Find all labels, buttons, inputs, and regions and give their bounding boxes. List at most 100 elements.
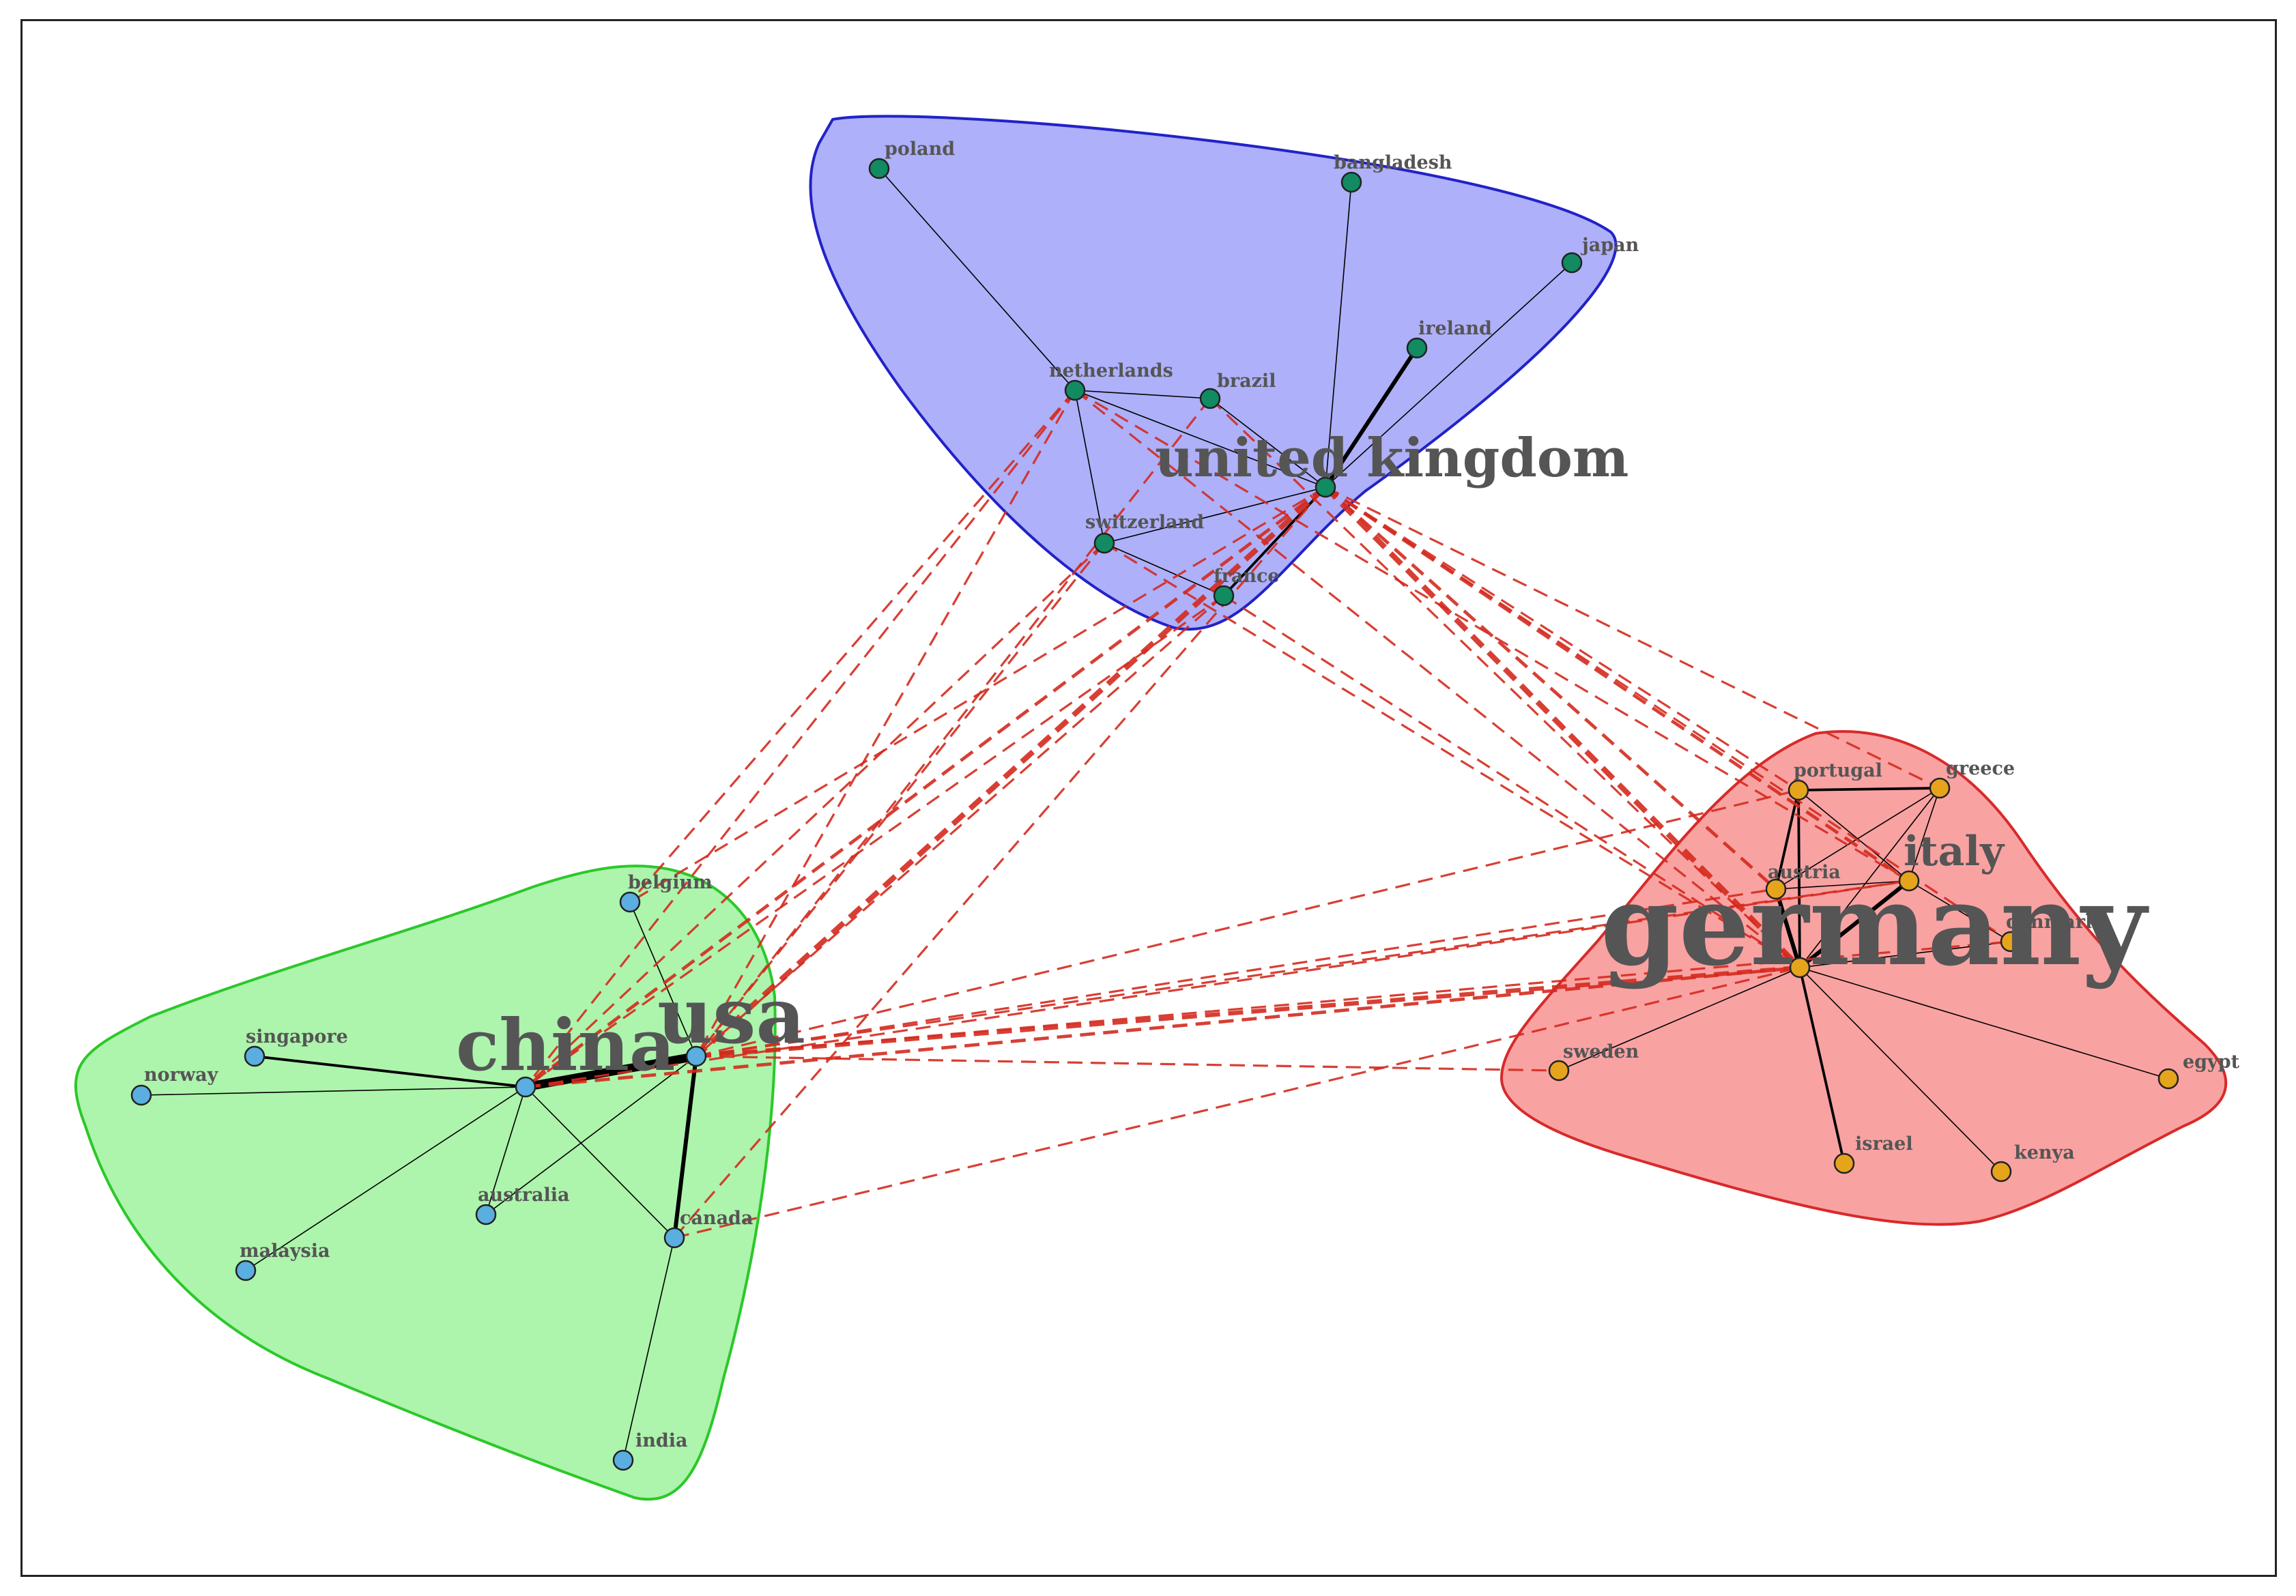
node-bangladesh[interactable] (1340, 171, 1362, 193)
node-malaysia[interactable] (235, 1260, 257, 1281)
node-greece[interactable] (1929, 777, 1951, 799)
node-usa[interactable] (685, 1045, 707, 1067)
node-label-sweden: sweden (1563, 1041, 1639, 1062)
edge-switzerland-france (1104, 542, 1224, 596)
edge-netherlands-switzerland (1074, 390, 1105, 544)
edge-china-germany (525, 966, 1800, 1089)
edge-belgium-usa (629, 901, 697, 1057)
node-belgium[interactable] (619, 891, 641, 913)
node-brazil[interactable] (1199, 388, 1221, 409)
edge-usa-austria (695, 888, 1777, 1058)
node-label-germany: germany (1601, 859, 2149, 991)
node-netherlands[interactable] (1064, 379, 1086, 401)
node-norway[interactable] (130, 1084, 152, 1106)
node-ireland[interactable] (1406, 337, 1428, 359)
edge-netherlands-united-kingdom (1074, 390, 1326, 488)
edge-netherlands-germany (1074, 389, 1800, 969)
edge-china-canada (525, 1086, 675, 1238)
node-kenya[interactable] (1990, 1161, 2012, 1183)
node-united-kingdom[interactable] (1315, 476, 1336, 498)
edge-portugal-austria (1775, 789, 1800, 890)
node-china[interactable] (515, 1076, 536, 1098)
node-label-netherlands: netherlands (1049, 360, 1173, 381)
edge-united-kingdom-austria (1324, 486, 1777, 890)
node-japan[interactable] (1561, 252, 1583, 274)
node-label-switzerland: switzerland (1085, 512, 1204, 533)
edge-brazil-united-kingdom (1209, 398, 1326, 488)
edge-germany-kenya (1799, 967, 2002, 1172)
cluster-hull-uk (809, 115, 1618, 630)
edge-portugal-italy (1798, 789, 1910, 882)
node-label-kenya: kenya (2014, 1142, 2075, 1163)
edge-usa-canada (672, 1056, 698, 1238)
node-denmark[interactable] (2000, 931, 2022, 953)
edge-france-usa (695, 594, 1225, 1058)
edge-united-kingdom-germany (1323, 485, 1802, 970)
edge-france-china (525, 594, 1224, 1088)
edge-greece-germany (1799, 787, 1940, 968)
edge-usa-portugal (695, 789, 1799, 1058)
edge-canada-germany (674, 966, 1800, 1239)
edge-portugal-germany (1797, 789, 1801, 968)
edge-germany-israel (1798, 967, 1846, 1164)
node-label-ireland: ireland (1418, 318, 1492, 339)
edge-netherlands-brazil (1074, 390, 1211, 399)
node-label-poland: poland (885, 139, 955, 160)
edge-greece-italy (1908, 787, 1940, 882)
edge-netherlands-belgium (629, 389, 1076, 903)
node-label-norway: norway (144, 1064, 219, 1086)
edge-ireland-united-kingdom (1323, 347, 1419, 489)
edge-canada-india (622, 1237, 675, 1461)
node-egypt[interactable] (2157, 1068, 2179, 1090)
node-label-china: china (456, 1003, 675, 1087)
node-poland[interactable] (868, 158, 890, 179)
edge-switzerland-germany (1104, 542, 1800, 969)
node-label-austria: austria (1768, 862, 1841, 883)
edge-brazil-germany (1209, 397, 1801, 969)
node-label-malaysia: malaysia (240, 1240, 330, 1262)
edge-poland-netherlands (878, 168, 1076, 391)
edge-italy-germany (1798, 879, 1910, 970)
node-sweden[interactable] (1548, 1060, 1570, 1082)
edge-netherlands-china (524, 390, 1076, 1088)
edge-layer (141, 168, 2169, 1461)
edge-united-kingdom-denmark (1325, 486, 2011, 943)
edge-united-kingdom-usa (694, 485, 1328, 1058)
edge-austria-germany (1774, 888, 1802, 968)
edge-united-kingdom-portugal (1325, 486, 1799, 792)
cluster-layer (74, 115, 2228, 1501)
edge-china-singapore (254, 1055, 526, 1088)
node-portugal[interactable] (1788, 779, 1809, 801)
node-label-usa: usa (657, 972, 805, 1061)
node-label-belgium: belgium (628, 872, 713, 893)
node-label-united-kingdom: united kingdom (1155, 427, 1628, 489)
node-label-singapore: singapore (246, 1026, 348, 1047)
node-france[interactable] (1213, 585, 1235, 607)
edge-brazil-usa (695, 398, 1211, 1057)
node-germany[interactable] (1789, 957, 1811, 978)
node-label-australia: australia (478, 1185, 570, 1206)
edge-japan-united-kingdom (1325, 262, 1573, 488)
edge-austria-italy (1775, 880, 1910, 890)
edge-united-kingdom-greece (1325, 486, 1940, 789)
node-singapore[interactable] (244, 1045, 266, 1067)
node-label-greece: greece (1946, 758, 2015, 779)
edge-canada-united-kingdom (673, 486, 1327, 1239)
node-australia[interactable] (475, 1204, 497, 1225)
node-switzerland[interactable] (1093, 532, 1115, 554)
node-india[interactable] (612, 1449, 634, 1471)
edge-germany-denmark (1799, 941, 2011, 968)
node-italy[interactable] (1898, 870, 1920, 892)
node-label-france: france (1214, 566, 1280, 587)
edge-bangladesh-united-kingdom (1325, 182, 1352, 488)
edge-china-norway (141, 1086, 526, 1096)
node-canada[interactable] (663, 1227, 685, 1249)
node-label-israel: israel (1855, 1133, 1913, 1155)
node-israel[interactable] (1833, 1152, 1855, 1174)
node-label-brazil: brazil (1217, 371, 1276, 392)
node-label-bangladesh: bangladesh (1334, 152, 1452, 173)
edge-china-italy (525, 880, 1910, 1088)
node-austria[interactable] (1765, 878, 1787, 900)
edge-united-kingdom-china (524, 486, 1327, 1088)
